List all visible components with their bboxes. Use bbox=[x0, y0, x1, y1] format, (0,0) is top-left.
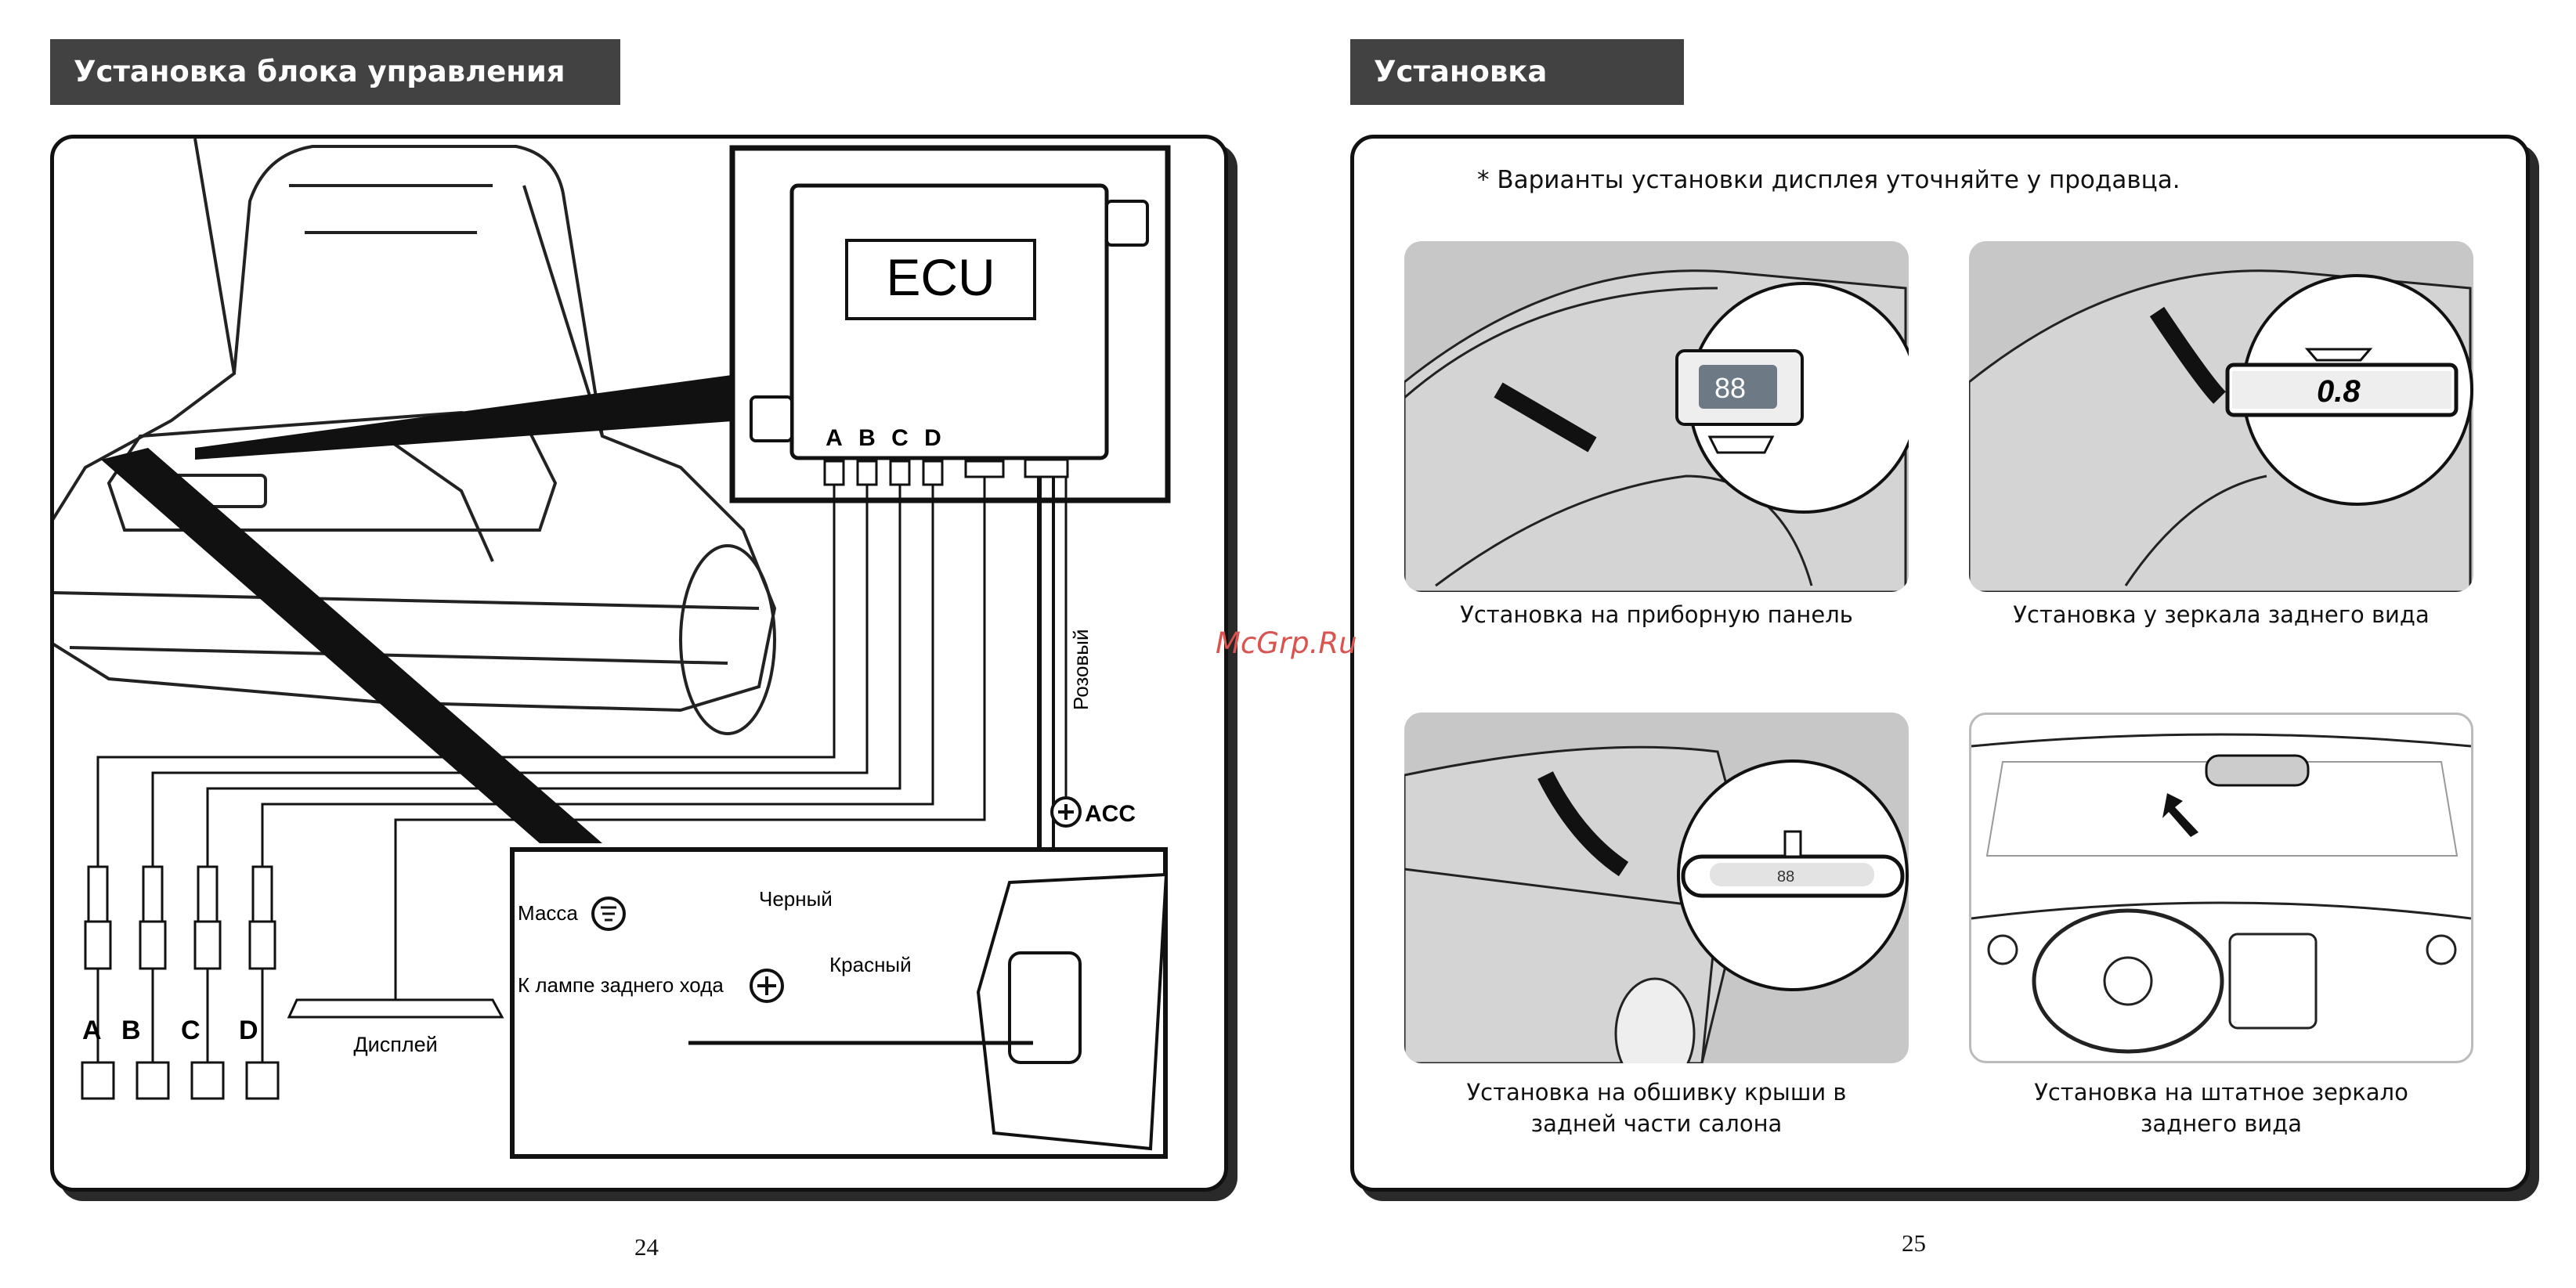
sensor-b bbox=[135, 865, 170, 1100]
watermark: McGrp.Ru bbox=[1216, 626, 1357, 660]
sensor-d bbox=[245, 865, 280, 1100]
port-label-a: A bbox=[826, 425, 843, 451]
option-mirror-image: 0.8 bbox=[1969, 241, 2473, 592]
caption-stock-mirror: Установка на штатное зеркало заднего вид… bbox=[2034, 1079, 2408, 1137]
option-stock-mirror-image bbox=[1969, 713, 2473, 1063]
port-label-b: B bbox=[858, 425, 876, 451]
display-label: Дисплей bbox=[353, 1033, 437, 1056]
port-label-d: D bbox=[924, 425, 941, 451]
ecu-label-box bbox=[845, 239, 1036, 320]
port-label-c: C bbox=[891, 425, 909, 451]
caption-dashboard: Установка на приборную панель bbox=[1460, 601, 1853, 628]
pink-wire-label: Розовый bbox=[1069, 630, 1093, 710]
sensor-c bbox=[190, 865, 225, 1100]
reverse-lamp-label: К лампе заднего хода bbox=[518, 973, 724, 997]
ground-wire-label: Черный bbox=[759, 887, 833, 911]
display-unit bbox=[287, 998, 504, 1019]
sensor-label-c: C bbox=[181, 1016, 201, 1045]
page-number-right: 25 bbox=[1902, 1229, 1926, 1257]
display-readout: 88 bbox=[1777, 868, 1794, 886]
sensor-label-a: A bbox=[82, 1016, 102, 1045]
page-title-right: Установка дисплея * bbox=[1350, 39, 1684, 154]
ecu-mount-tab-left bbox=[750, 395, 793, 442]
option-headliner-image: 88 bbox=[1404, 713, 1909, 1063]
ecu-connectors bbox=[823, 458, 1069, 486]
ecu-mount-tab-right bbox=[1105, 200, 1149, 247]
ground-label: Масса bbox=[518, 901, 578, 925]
sensor-label-b: B bbox=[121, 1016, 141, 1045]
ecu-location-pointer bbox=[195, 373, 743, 460]
mirror-with-display bbox=[2205, 754, 2310, 787]
steering-wheel bbox=[2032, 908, 2224, 1054]
option-dashboard-image: 88 bbox=[1404, 241, 1909, 592]
wiring-diagram: ECU A B C D bbox=[54, 139, 1171, 1159]
wiring-diagram-panel: ECU A B C D bbox=[50, 135, 1228, 1192]
display-readout: 88 bbox=[1714, 372, 1746, 404]
sensor-label-d: D bbox=[239, 1016, 258, 1045]
caption-mirror: Установка у зеркала заднего вида bbox=[2013, 601, 2430, 628]
page-number-left: 24 bbox=[634, 1233, 659, 1261]
reverse-wire-label: Красный bbox=[829, 953, 912, 976]
ecu-unit bbox=[789, 183, 1109, 460]
page-title-left: Установка блока управления ECU bbox=[50, 39, 620, 154]
caption-headliner: Установка на обшивку крыши в задней част… bbox=[1466, 1079, 1847, 1137]
ecu-label: ECU bbox=[886, 248, 995, 306]
display-readout: 0.8 bbox=[2317, 374, 2361, 409]
lamp-socket bbox=[1008, 951, 1082, 1064]
sensor-a bbox=[81, 865, 115, 1100]
acc-label: ACC bbox=[1085, 801, 1136, 827]
pointer-arrow-icon bbox=[2162, 793, 2198, 837]
display-location-pointer bbox=[101, 448, 602, 843]
installation-note: * Варианты установки дисплея уточняйте у… bbox=[1477, 166, 2180, 194]
